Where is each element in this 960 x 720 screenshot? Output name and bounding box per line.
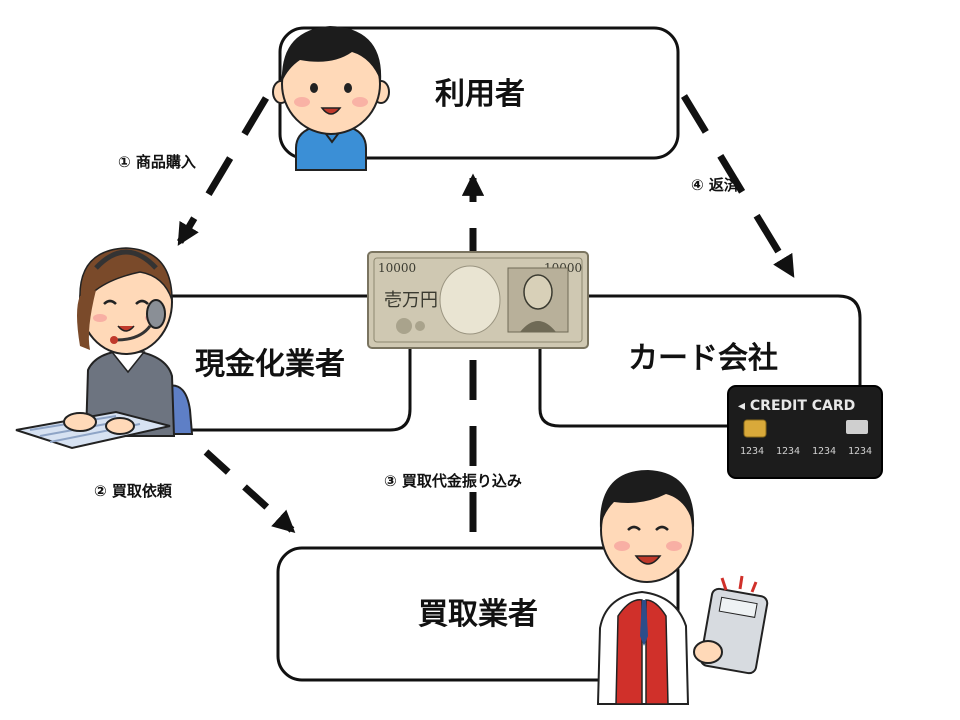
arrow-buy-request [203,449,296,534]
banknote-illustration: 10000 10000 壱万円 [367,251,589,349]
edge-label-repay: ④ 返済 [691,176,740,194]
arrow-repay [681,94,795,278]
card-company-label: カード会社 [628,341,778,376]
card-company-box [538,294,862,428]
credit-card-number-3: 1234 [812,446,836,457]
arrow-purchase [176,96,270,246]
credit-card-illustration: ◂ CREDIT CARD 1234 1234 1234 1234 [727,385,883,479]
edge-label-transfer: ③ 買取代金振り込み [384,472,522,490]
edge-label-buy-request: ② 買取依頼 [94,482,173,500]
edge-label-purchase: ① 商品購入 [118,153,196,171]
banknote-kanji: 壱万円 [384,290,438,311]
cash-vendor-label: 現金化業者 [195,347,345,382]
credit-card-title: ◂ CREDIT CARD [738,398,855,414]
buyer-label: 買取業者 [418,597,538,632]
operator-illustration [15,247,194,450]
credit-card-number-1: 1234 [740,446,764,457]
banknote-denomination-left: 10000 [378,261,416,275]
credit-card-number-4: 1234 [848,446,872,457]
user-label: 利用者 [435,77,525,112]
credit-card-number-2: 1234 [776,446,800,457]
buyer-illustration [596,470,769,705]
user-illustration [272,26,390,171]
cash-vendor-box [170,294,412,432]
